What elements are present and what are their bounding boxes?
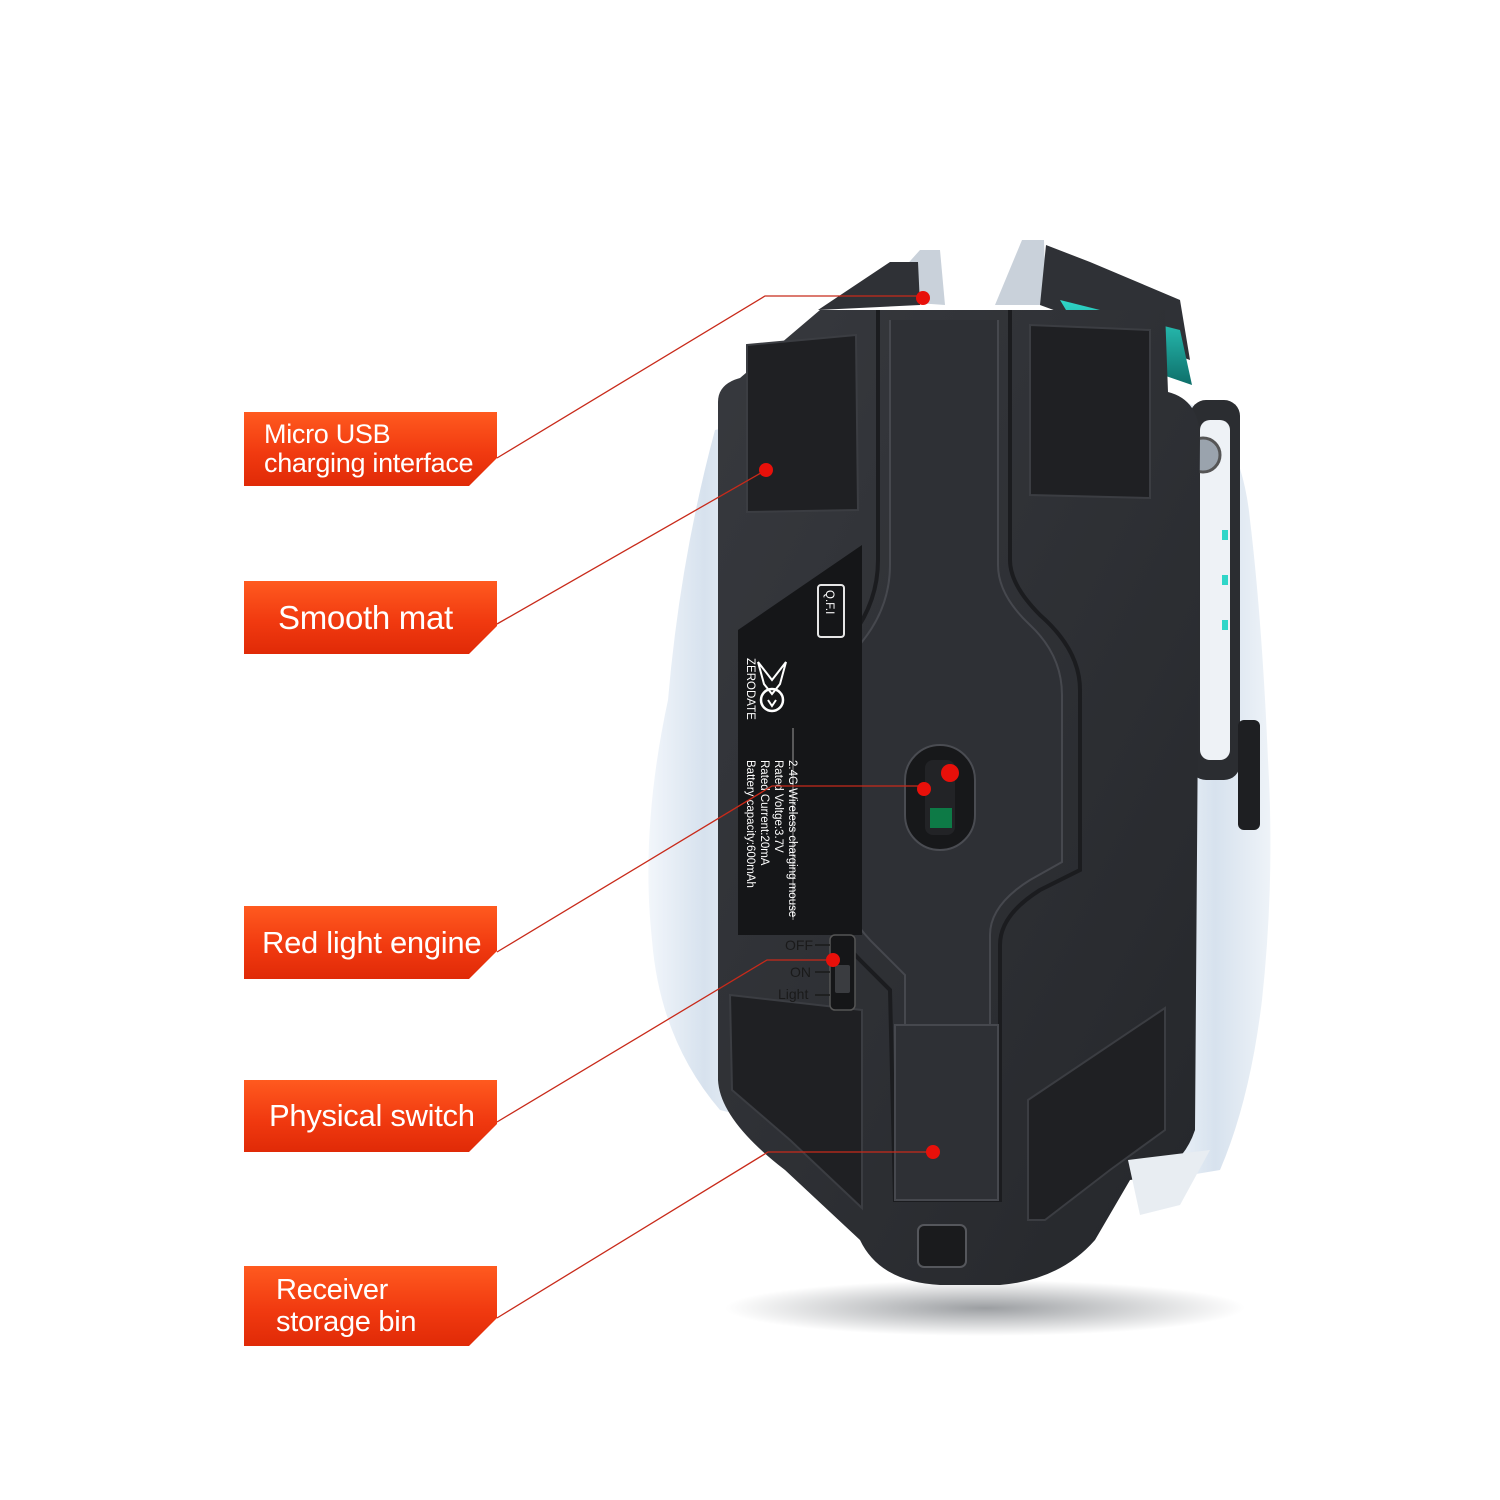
marker-bin — [926, 1145, 940, 1159]
callout-receiver-bin: Receiver storage bin — [244, 1266, 497, 1346]
leader-line-bin — [496, 1151, 933, 1319]
model-badge-box — [817, 584, 845, 638]
sensor-red-led — [941, 764, 959, 782]
model-badge: Q.F.I — [823, 590, 835, 614]
leader-line-engine — [496, 785, 924, 953]
spec-line-1: 2.4G Wireless charging mouse — [786, 760, 798, 917]
callout-red-light-engine-text: Red light engine — [262, 924, 482, 960]
leader-lines — [496, 295, 933, 1319]
callout-physical-switch-text: Physical switch — [269, 1098, 475, 1133]
side-led-1 — [1222, 530, 1228, 540]
marker-engine — [917, 782, 931, 796]
switch-label-off: OFF — [785, 937, 813, 953]
callout-red-light-engine: Red light engine — [244, 906, 497, 979]
glide-pad-top-left — [746, 333, 860, 514]
marker-switch — [826, 953, 840, 967]
brand-name: ZERODATE — [744, 658, 756, 720]
callout-smooth-mat: Smooth mat — [244, 581, 497, 654]
side-led-3 — [1222, 620, 1228, 630]
switch-label-on: ON — [790, 964, 811, 980]
leader-line-usb — [496, 295, 923, 459]
bottom-right-shell — [1128, 1150, 1210, 1215]
spec-line-4: Battery capacity:600mAh — [744, 760, 756, 888]
marker-usb — [916, 291, 930, 305]
callout-receiver-bin-line2: storage bin — [276, 1306, 417, 1338]
right-button-rail — [995, 240, 1046, 305]
marker-mat — [759, 463, 773, 477]
receiver-bin-latch — [917, 1224, 967, 1268]
top-left-ear — [818, 262, 920, 310]
floor-shadow — [725, 1280, 1245, 1336]
spec-panel — [738, 545, 862, 935]
callout-micro-usb-line2: charging interface — [264, 448, 474, 478]
side-clip — [1238, 720, 1260, 830]
callout-smooth-mat-text: Smooth mat — [278, 598, 453, 636]
switch-label-light: Light — [778, 986, 808, 1002]
brand-logo — [757, 661, 787, 713]
callout-micro-usb-line1: Micro USB — [264, 419, 391, 449]
spec-line-3: Rated Current:20mA — [758, 760, 770, 866]
sensor-lens — [930, 808, 952, 828]
glide-pad-bottom-right — [1027, 1006, 1166, 1221]
leader-line-switch — [496, 959, 833, 1123]
power-switch-knob[interactable] — [835, 965, 850, 993]
side-led-2 — [1222, 575, 1228, 585]
glide-pad-top-right — [1029, 323, 1151, 500]
side-button-inner — [1200, 420, 1230, 760]
callout-receiver-bin-line1: Receiver — [276, 1274, 389, 1306]
callout-micro-usb: Micro USB charging interface — [244, 412, 497, 486]
spec-line-2: Rated Voltge:3.7V — [772, 760, 784, 853]
receiver-bin-door[interactable] — [894, 1024, 999, 1201]
callout-physical-switch: Physical switch — [244, 1080, 497, 1152]
leader-line-mat — [496, 469, 767, 625]
